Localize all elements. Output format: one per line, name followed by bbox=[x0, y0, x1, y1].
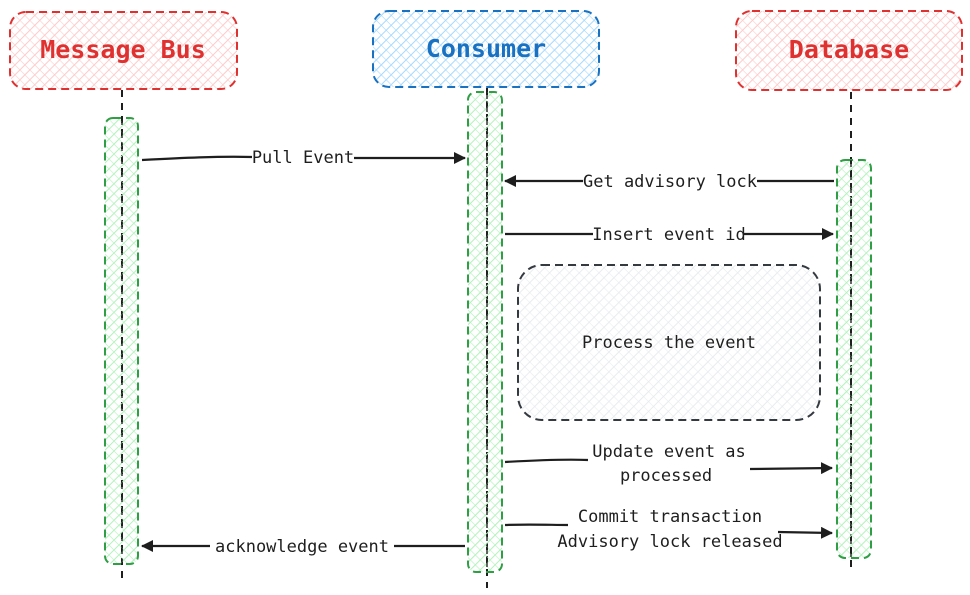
message-label-get-advisory-lock: Get advisory lock bbox=[583, 172, 757, 192]
participant-label-message-bus: Message Bus bbox=[40, 35, 206, 64]
message-label-commit-transaction-line-2: Advisory lock released bbox=[557, 532, 782, 552]
messages bbox=[141, 152, 834, 552]
arrow-update-event-left bbox=[504, 458, 589, 464]
message-label-update-event-line-2: processed bbox=[620, 466, 712, 486]
process-box-label: Process the event bbox=[582, 333, 756, 353]
activation-bar-database bbox=[836, 159, 872, 559]
lifelines-overlay bbox=[121, 92, 852, 572]
arrow-pull-event-left bbox=[141, 155, 253, 162]
participant-label-consumer: Consumer bbox=[426, 34, 546, 63]
participant-box-message-bus bbox=[9, 11, 238, 90]
message-labels: Pull Event Get advisory lock Insert even… bbox=[215, 148, 783, 557]
activations bbox=[104, 91, 872, 573]
process-box: Process the event bbox=[517, 264, 821, 421]
participant-message-bus: Message Bus bbox=[9, 11, 238, 90]
participant-box-database bbox=[735, 10, 963, 91]
participant-consumer: Consumer bbox=[372, 10, 600, 88]
arrow-commit-transaction-right bbox=[777, 526, 833, 539]
participant-database: Database bbox=[735, 10, 963, 91]
message-label-acknowledge-event: acknowledge event bbox=[215, 537, 389, 557]
arrow-update-event-right bbox=[749, 462, 833, 475]
activation-bar-consumer bbox=[467, 91, 503, 573]
message-label-commit-transaction-line-1: Commit transaction bbox=[578, 507, 762, 527]
message-label-pull-event: Pull Event bbox=[252, 148, 354, 168]
process-box-shape bbox=[517, 264, 821, 421]
message-label-insert-event-id: Insert event id bbox=[592, 225, 746, 245]
participant-label-database: Database bbox=[789, 35, 909, 64]
message-label-update-event-line-1: Update event as bbox=[592, 442, 746, 462]
participant-box-consumer bbox=[372, 10, 600, 88]
